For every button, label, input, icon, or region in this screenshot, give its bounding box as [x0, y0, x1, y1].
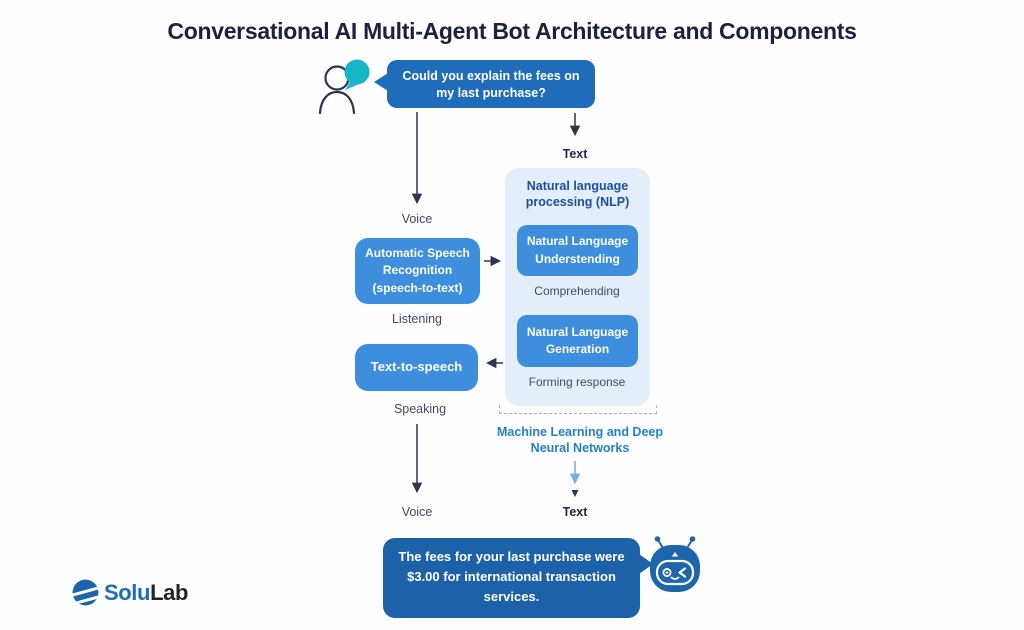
label-listening: Listening — [391, 312, 443, 326]
nlu-label: Natural Language Understending — [526, 234, 629, 266]
label-text-in: Text — [562, 147, 588, 161]
user-query-bubble: Could you explain the fees on my last pu… — [374, 60, 595, 108]
arrow-text-out-tip — [571, 490, 579, 497]
solulab-logo: SoluLab — [72, 579, 188, 606]
label-forming-response: Forming response — [528, 375, 626, 389]
label-voice-out: Voice — [401, 505, 433, 519]
tts-box: Text-to-speech — [355, 344, 478, 391]
logo-text-lab: Lab — [150, 579, 188, 605]
user-query-text: Could you explain the fees on my last pu… — [402, 69, 580, 100]
nlp-panel-title: Natural language processing (NLP) — [525, 179, 630, 209]
asr-label: Automatic Speech Recognition (speech-to-… — [365, 245, 470, 295]
solulab-logo-icon — [72, 579, 99, 606]
bot-reply-bubble: The fees for your last purchase were $3.… — [383, 538, 653, 618]
page-title: Conversational AI Multi-Agent Bot Archit… — [167, 18, 857, 44]
label-speaking: Speaking — [393, 402, 447, 416]
user-chat-icon — [318, 59, 370, 115]
ml-dashed-bracket — [499, 405, 657, 414]
label-voice-in: Voice — [401, 212, 433, 226]
nlu-box: Natural Language Understending — [517, 225, 638, 276]
label-comprehending: Comprehending — [534, 284, 620, 298]
nlg-box: Natural Language Generation — [517, 315, 638, 367]
logo-text-solu: Solu — [104, 579, 151, 605]
bot-reply-text: The fees for your last purchase were $3.… — [398, 549, 625, 605]
tts-label: Text-to-speech — [370, 359, 463, 375]
robot-icon — [650, 536, 700, 592]
solulab-logo-text: SoluLab — [104, 580, 188, 606]
nlg-label: Natural Language Generation — [526, 324, 629, 356]
label-text-out: Text — [562, 505, 588, 519]
ml-caption: Machine Learning and Deep Neural Network… — [496, 425, 663, 456]
asr-box: Automatic Speech Recognition (speech-to-… — [355, 238, 480, 304]
